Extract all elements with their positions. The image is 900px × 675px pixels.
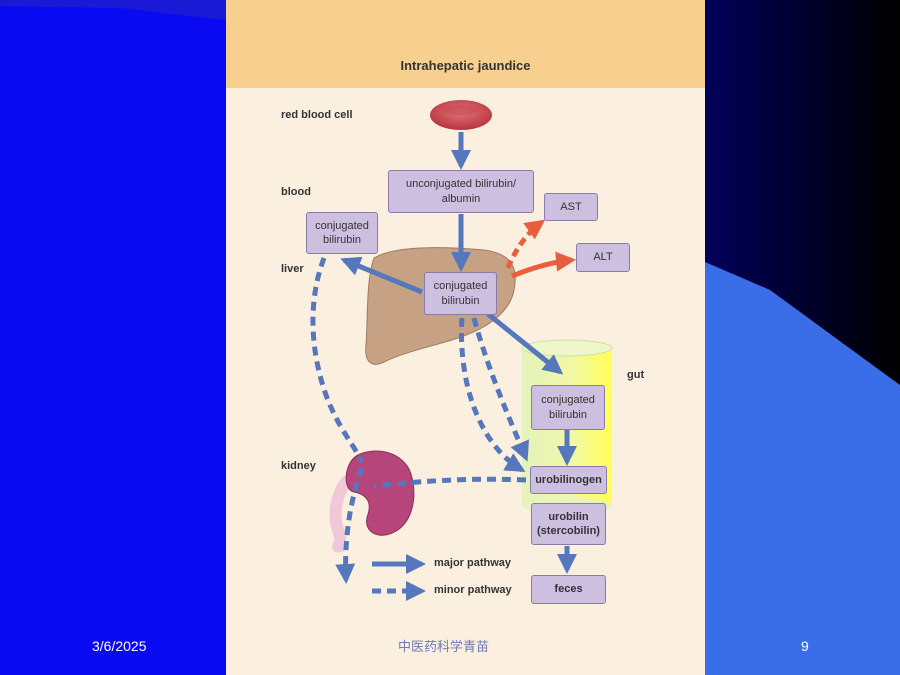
figure-title: Intrahepatic jaundice — [400, 58, 531, 73]
figure-panel: Intrahepatic jaundice — [226, 0, 705, 675]
minor-path-liver-to-urobilinogen-b — [471, 317, 530, 462]
legend-minor-label: minor pathway — [434, 584, 512, 596]
box-ast: AST — [544, 193, 598, 221]
box-feces: feces — [531, 575, 606, 604]
arrow-liver-to-blood-conjugated — [340, 256, 423, 295]
arrow-liver-to-ast — [505, 219, 546, 269]
figure-header: Intrahepatic jaundice — [226, 0, 705, 88]
label-kidney: kidney — [281, 460, 316, 472]
minor-path-urobilinogen-to-kidney — [373, 476, 527, 489]
arrow-liver-to-gut — [486, 312, 564, 375]
arrow-liver-to-alt — [511, 251, 576, 279]
minor-path-conjugated-to-kidney — [310, 257, 365, 464]
box-alt: ALT — [576, 243, 630, 272]
label-gut: gut — [627, 369, 645, 381]
footer-center-text: 中医药科学青苗 — [398, 639, 490, 654]
box-urobilinogen: urobilinogen — [530, 466, 607, 494]
red-blood-cell-icon — [430, 100, 492, 130]
label-red-blood-cell: red blood cell — [281, 109, 353, 121]
jaundice-diagram — [310, 100, 613, 601]
minor-path-liver-to-urobilinogen-a — [459, 317, 526, 473]
label-blood: blood — [281, 186, 311, 198]
label-liver: liver — [281, 263, 304, 275]
box-unconjugated-bilirubin: unconjugated bilirubin/albumin — [388, 170, 534, 213]
legend-major-label: major pathway — [434, 557, 512, 569]
footer-page-number: 9 — [801, 638, 809, 654]
box-urobilin: urobilin(stercobilin) — [531, 503, 606, 545]
footer-date: 3/6/2025 — [92, 638, 147, 654]
